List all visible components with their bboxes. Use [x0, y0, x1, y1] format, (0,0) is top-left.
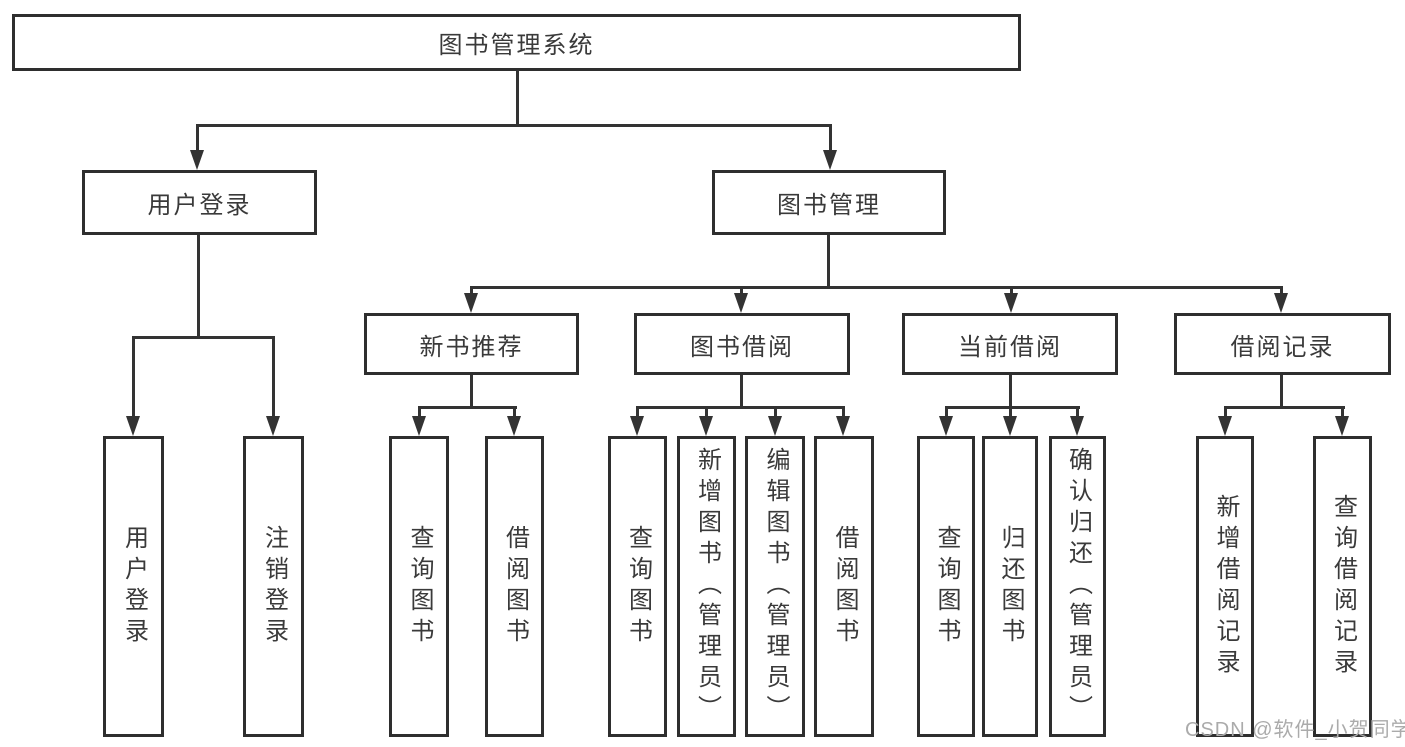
node-label: 当前借阅 — [958, 333, 1062, 361]
node-user-login: 用户登录 — [82, 170, 317, 235]
node-label: 借阅记录 — [1230, 333, 1335, 361]
arrow-down — [939, 416, 953, 436]
leaf-return-books: 归还图书 — [982, 436, 1038, 737]
v-line — [740, 375, 743, 409]
watermark: CSDN @软件_小贺同学 — [1185, 719, 1405, 741]
v-line — [516, 70, 519, 124]
v-line — [842, 406, 845, 418]
node-label: 归还图书 — [997, 524, 1024, 649]
v-line — [1224, 406, 1227, 418]
h-line — [636, 406, 845, 409]
arrow-down — [1274, 293, 1288, 313]
v-line — [1076, 406, 1079, 418]
arrow-down — [1070, 416, 1084, 436]
node-book-management: 图书管理 — [712, 170, 946, 235]
v-line — [196, 124, 199, 152]
node-borrowing-records: 借阅记录 — [1174, 313, 1391, 375]
node-label: 注销登录 — [260, 524, 288, 649]
v-line — [1010, 286, 1013, 298]
arrow-down — [412, 416, 426, 436]
v-line — [1280, 286, 1283, 298]
arrow-down — [1003, 416, 1017, 436]
v-line — [1341, 406, 1344, 418]
v-line — [636, 406, 639, 418]
h-line — [945, 406, 1080, 409]
leaf-edit-book-admin: 编辑图书（管理员） — [745, 436, 805, 737]
h-line — [196, 124, 832, 127]
node-label: 借阅图书 — [501, 524, 529, 649]
v-line — [272, 336, 275, 418]
v-line — [827, 235, 830, 289]
node-label: 新增借阅记录 — [1212, 493, 1239, 680]
h-line — [132, 336, 275, 339]
arrow-down — [768, 416, 782, 436]
node-current-borrowing: 当前借阅 — [902, 313, 1118, 375]
node-label: 图书管理系统 — [438, 32, 595, 59]
arrow-down — [507, 416, 521, 436]
arrow-down — [734, 293, 748, 313]
v-line — [470, 286, 473, 298]
node-label: 图书借阅 — [690, 333, 794, 361]
node-label: 查询图书 — [933, 524, 960, 649]
h-line — [418, 406, 517, 409]
node-library-management-system: 图书管理系统 — [12, 14, 1021, 71]
v-line — [740, 286, 743, 298]
v-line — [470, 375, 473, 409]
node-label: 编辑图书（管理员） — [762, 447, 789, 726]
node-label: 新增图书（管理员） — [693, 447, 721, 726]
arrow-down — [266, 416, 280, 436]
v-line — [197, 235, 200, 339]
node-label: 查询图书 — [406, 524, 433, 649]
arrow-down — [1335, 416, 1349, 436]
arrow-down — [699, 416, 713, 436]
leaf-confirm-return-admin: 确认归还（管理员） — [1049, 436, 1106, 737]
leaf-query-books-recommend: 查询图书 — [389, 436, 449, 737]
node-label: 用户登录 — [147, 192, 252, 219]
leaf-query-borrow-record: 查询借阅记录 — [1313, 436, 1372, 737]
node-label: 查询借阅记录 — [1329, 493, 1357, 680]
leaf-add-borrow-record: 新增借阅记录 — [1196, 436, 1254, 737]
leaf-user-login: 用户登录 — [103, 436, 164, 737]
leaf-add-book-admin: 新增图书（管理员） — [677, 436, 736, 737]
v-line — [1280, 375, 1283, 409]
h-line — [1224, 406, 1345, 409]
arrow-down — [836, 416, 850, 436]
node-label: 用户登录 — [120, 524, 148, 649]
v-line — [418, 406, 421, 418]
node-label: 查询图书 — [624, 524, 652, 649]
arrow-down — [190, 150, 204, 170]
leaf-borrow-books-borrowing: 借阅图书 — [814, 436, 874, 737]
arrow-down — [464, 293, 478, 313]
v-line — [1009, 406, 1012, 418]
v-line — [513, 406, 516, 418]
arrow-down — [1218, 416, 1232, 436]
node-label: 新书推荐 — [419, 333, 524, 361]
arrow-down — [823, 150, 837, 170]
leaf-query-books-borrowing: 查询图书 — [608, 436, 667, 737]
node-book-borrowing: 图书借阅 — [634, 313, 850, 375]
arrow-down — [630, 416, 644, 436]
node-label: 借阅图书 — [831, 524, 858, 649]
h-line — [470, 286, 1283, 289]
arrow-down — [126, 416, 140, 436]
arrow-down — [1004, 293, 1018, 313]
node-new-book-recommendation: 新书推荐 — [364, 313, 579, 375]
node-label: 确认归还（管理员） — [1064, 447, 1092, 726]
v-line — [132, 336, 135, 418]
leaf-logout: 注销登录 — [243, 436, 304, 737]
v-line — [1009, 375, 1012, 409]
leaf-query-books-current: 查询图书 — [917, 436, 975, 737]
node-label: 图书管理 — [777, 192, 881, 219]
v-line — [829, 124, 832, 152]
v-line — [705, 406, 708, 418]
v-line — [774, 406, 777, 418]
v-line — [945, 406, 948, 418]
leaf-borrow-books-recommend: 借阅图书 — [485, 436, 544, 737]
